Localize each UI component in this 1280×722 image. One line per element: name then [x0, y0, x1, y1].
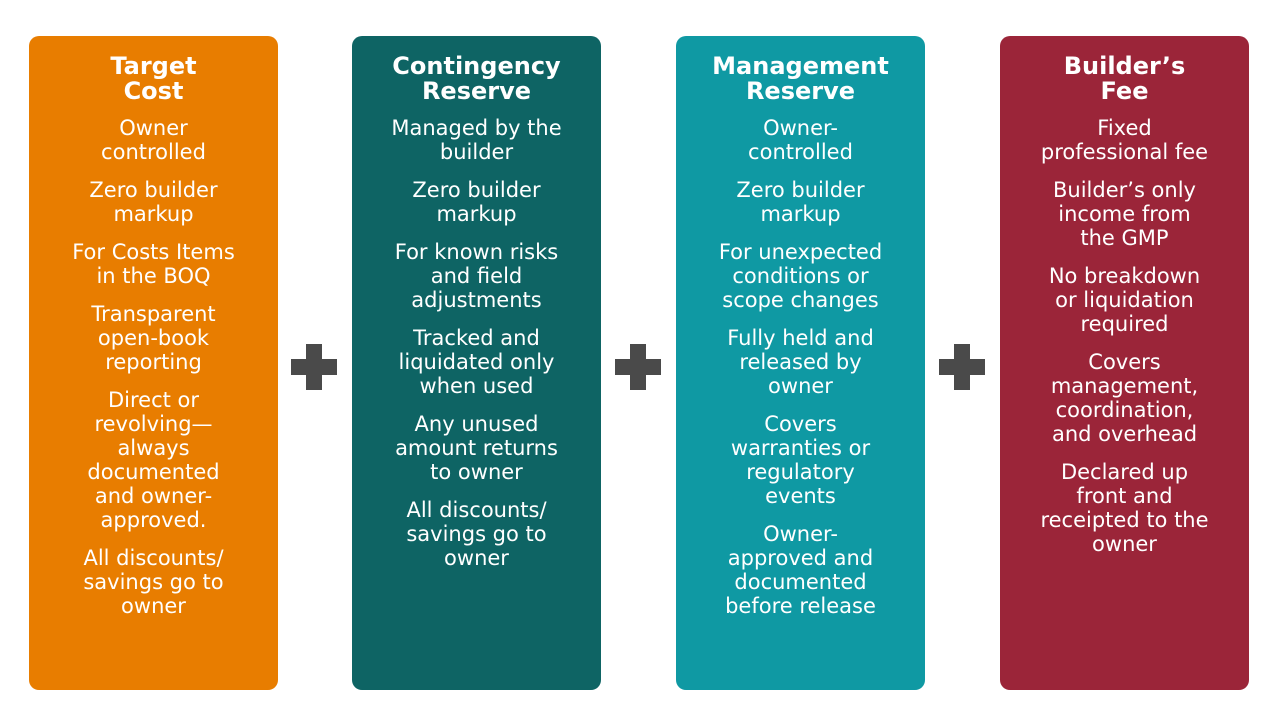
card-item: No breakdown or liquidation required: [1048, 264, 1201, 336]
card-item: Builder’s only income from the GMP: [1053, 178, 1196, 250]
card-item-list: Managed by the builder Zero builder mark…: [360, 116, 593, 570]
card-title: Target Cost: [110, 52, 197, 105]
card-item-list: Owner controlled Zero builder markup For…: [37, 116, 270, 618]
card-title: Management Reserve: [712, 52, 889, 105]
card-title: Contingency Reserve: [392, 52, 561, 105]
card-item-list: Owner- controlled Zero builder markup Fo…: [684, 116, 917, 618]
card-item: Covers management, coordination, and ove…: [1050, 350, 1199, 446]
card-item: All discounts/ savings go to owner: [83, 546, 224, 618]
card-item: Direct or revolving— always documented a…: [87, 388, 220, 532]
card-item: All discounts/ savings go to owner: [406, 498, 547, 570]
card-item: Any unused amount returns to owner: [395, 412, 558, 484]
target-cost-card: Target Cost Owner controlled Zero builde…: [29, 36, 278, 690]
management-reserve-card: Management Reserve Owner- controlled Zer…: [676, 36, 925, 690]
card-item-list: Fixed professional fee Builder’s only in…: [1008, 116, 1241, 556]
card-item: For known risks and field adjustments: [394, 240, 559, 312]
card-item: Covers warranties or regulatory events: [730, 412, 871, 508]
card-title: Builder’s Fee: [1063, 52, 1186, 105]
plus-icon: [291, 344, 337, 390]
card-item: For unexpected conditions or scope chang…: [718, 240, 883, 312]
card-item: Fixed professional fee: [1040, 116, 1209, 164]
card-item: For Costs Items in the BOQ: [72, 240, 235, 288]
card-item: Zero builder markup: [412, 178, 541, 226]
card-item: Owner- approved and documented before re…: [725, 522, 876, 618]
card-item: Tracked and liquidated only when used: [398, 326, 555, 398]
card-item: Zero builder markup: [736, 178, 865, 226]
plus-icon: [615, 344, 661, 390]
card-item: Owner controlled: [101, 116, 206, 164]
plus-icon: [939, 344, 985, 390]
card-item: Transparent open-book reporting: [91, 302, 216, 374]
card-item: Owner- controlled: [748, 116, 853, 164]
card-item: Declared up front and receipted to the o…: [1040, 460, 1209, 556]
contingency-reserve-card: Contingency Reserve Managed by the build…: [352, 36, 601, 690]
card-item: Managed by the builder: [391, 116, 562, 164]
card-item: Zero builder markup: [89, 178, 218, 226]
builders-fee-card: Builder’s Fee Fixed professional fee Bui…: [1000, 36, 1249, 690]
card-item: Fully held and released by owner: [727, 326, 874, 398]
